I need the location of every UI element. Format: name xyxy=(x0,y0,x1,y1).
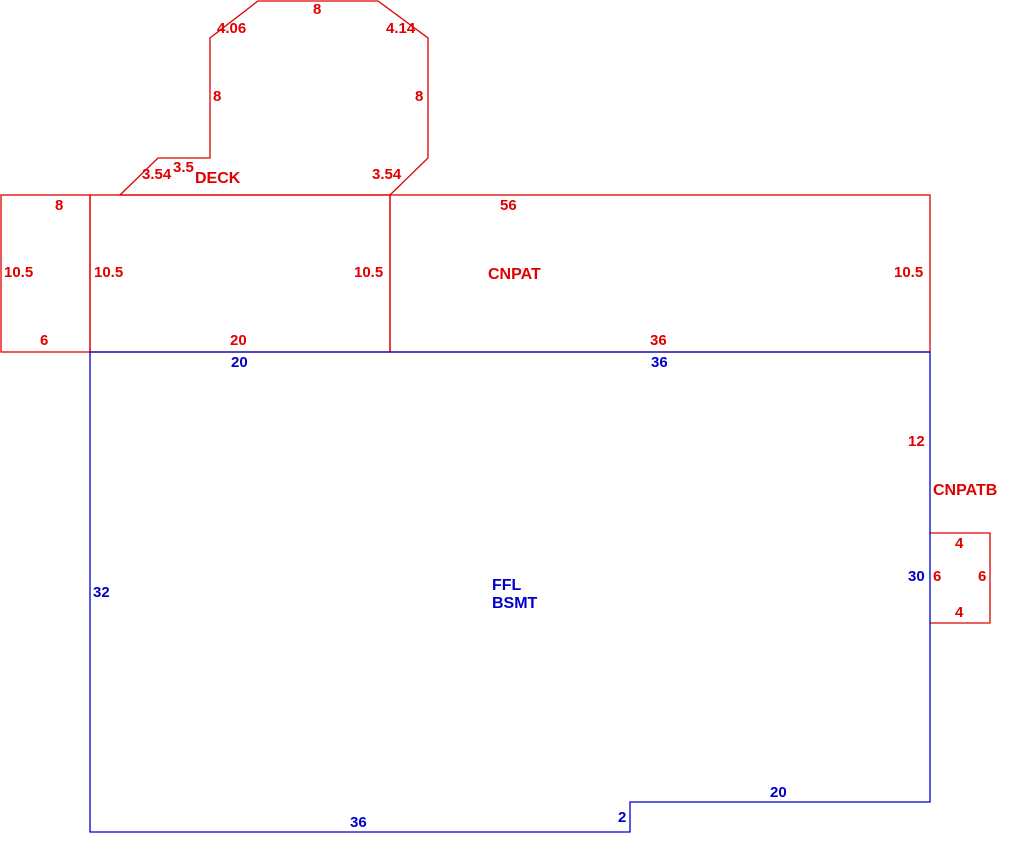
area-label-deck: DECK xyxy=(195,170,241,187)
dim-label: 4 xyxy=(955,604,964,621)
cnpatb-outline xyxy=(930,532,991,624)
dim-label: 4.06 xyxy=(217,20,246,37)
dim-label: 10.5 xyxy=(354,264,383,281)
dim-label: 20 xyxy=(231,354,248,371)
dim-label: 6 xyxy=(978,568,986,585)
cnpat-left-section-outline xyxy=(89,194,391,353)
dim-label: 12 xyxy=(908,433,925,450)
cnpat-right-section-outline xyxy=(389,194,931,353)
area-label-cnpatb: CNPATB xyxy=(933,482,997,499)
dim-label: 8 xyxy=(213,88,221,105)
bsmt-outline xyxy=(89,351,931,833)
dim-label: 10.5 xyxy=(894,264,923,281)
dim-label: 3.54 xyxy=(372,166,402,183)
dim-label: 30 xyxy=(908,568,925,585)
dim-label: 20 xyxy=(770,784,787,801)
dim-label: 4.14 xyxy=(386,20,416,37)
dim-label: 36 xyxy=(650,332,667,349)
dim-label: 6 xyxy=(933,568,941,585)
dim-label: 36 xyxy=(651,354,668,371)
dim-label: 2 xyxy=(618,809,626,826)
dim-label: 10.5 xyxy=(4,264,33,281)
dim-label: 10.5 xyxy=(94,264,123,281)
dim-label: 32 xyxy=(93,584,110,601)
dim-label: 6 xyxy=(40,332,48,349)
area-label-ffl: FFL xyxy=(492,577,522,594)
dim-label: 3.54 xyxy=(142,166,172,183)
dim-label: 4 xyxy=(955,535,964,552)
area-label-bsmt: BSMT xyxy=(492,595,538,612)
area-label-cnpat: CNPAT xyxy=(488,266,541,283)
dim-label: 8 xyxy=(313,1,321,18)
deck-outline xyxy=(118,0,429,196)
dim-label: 8 xyxy=(55,197,63,214)
dim-label: 36 xyxy=(350,814,367,831)
dim-label: 20 xyxy=(230,332,247,349)
red-outlines xyxy=(0,0,991,624)
dim-label: 3.5 xyxy=(173,159,194,176)
dim-label: 8 xyxy=(415,88,423,105)
dim-label: 56 xyxy=(500,197,517,214)
